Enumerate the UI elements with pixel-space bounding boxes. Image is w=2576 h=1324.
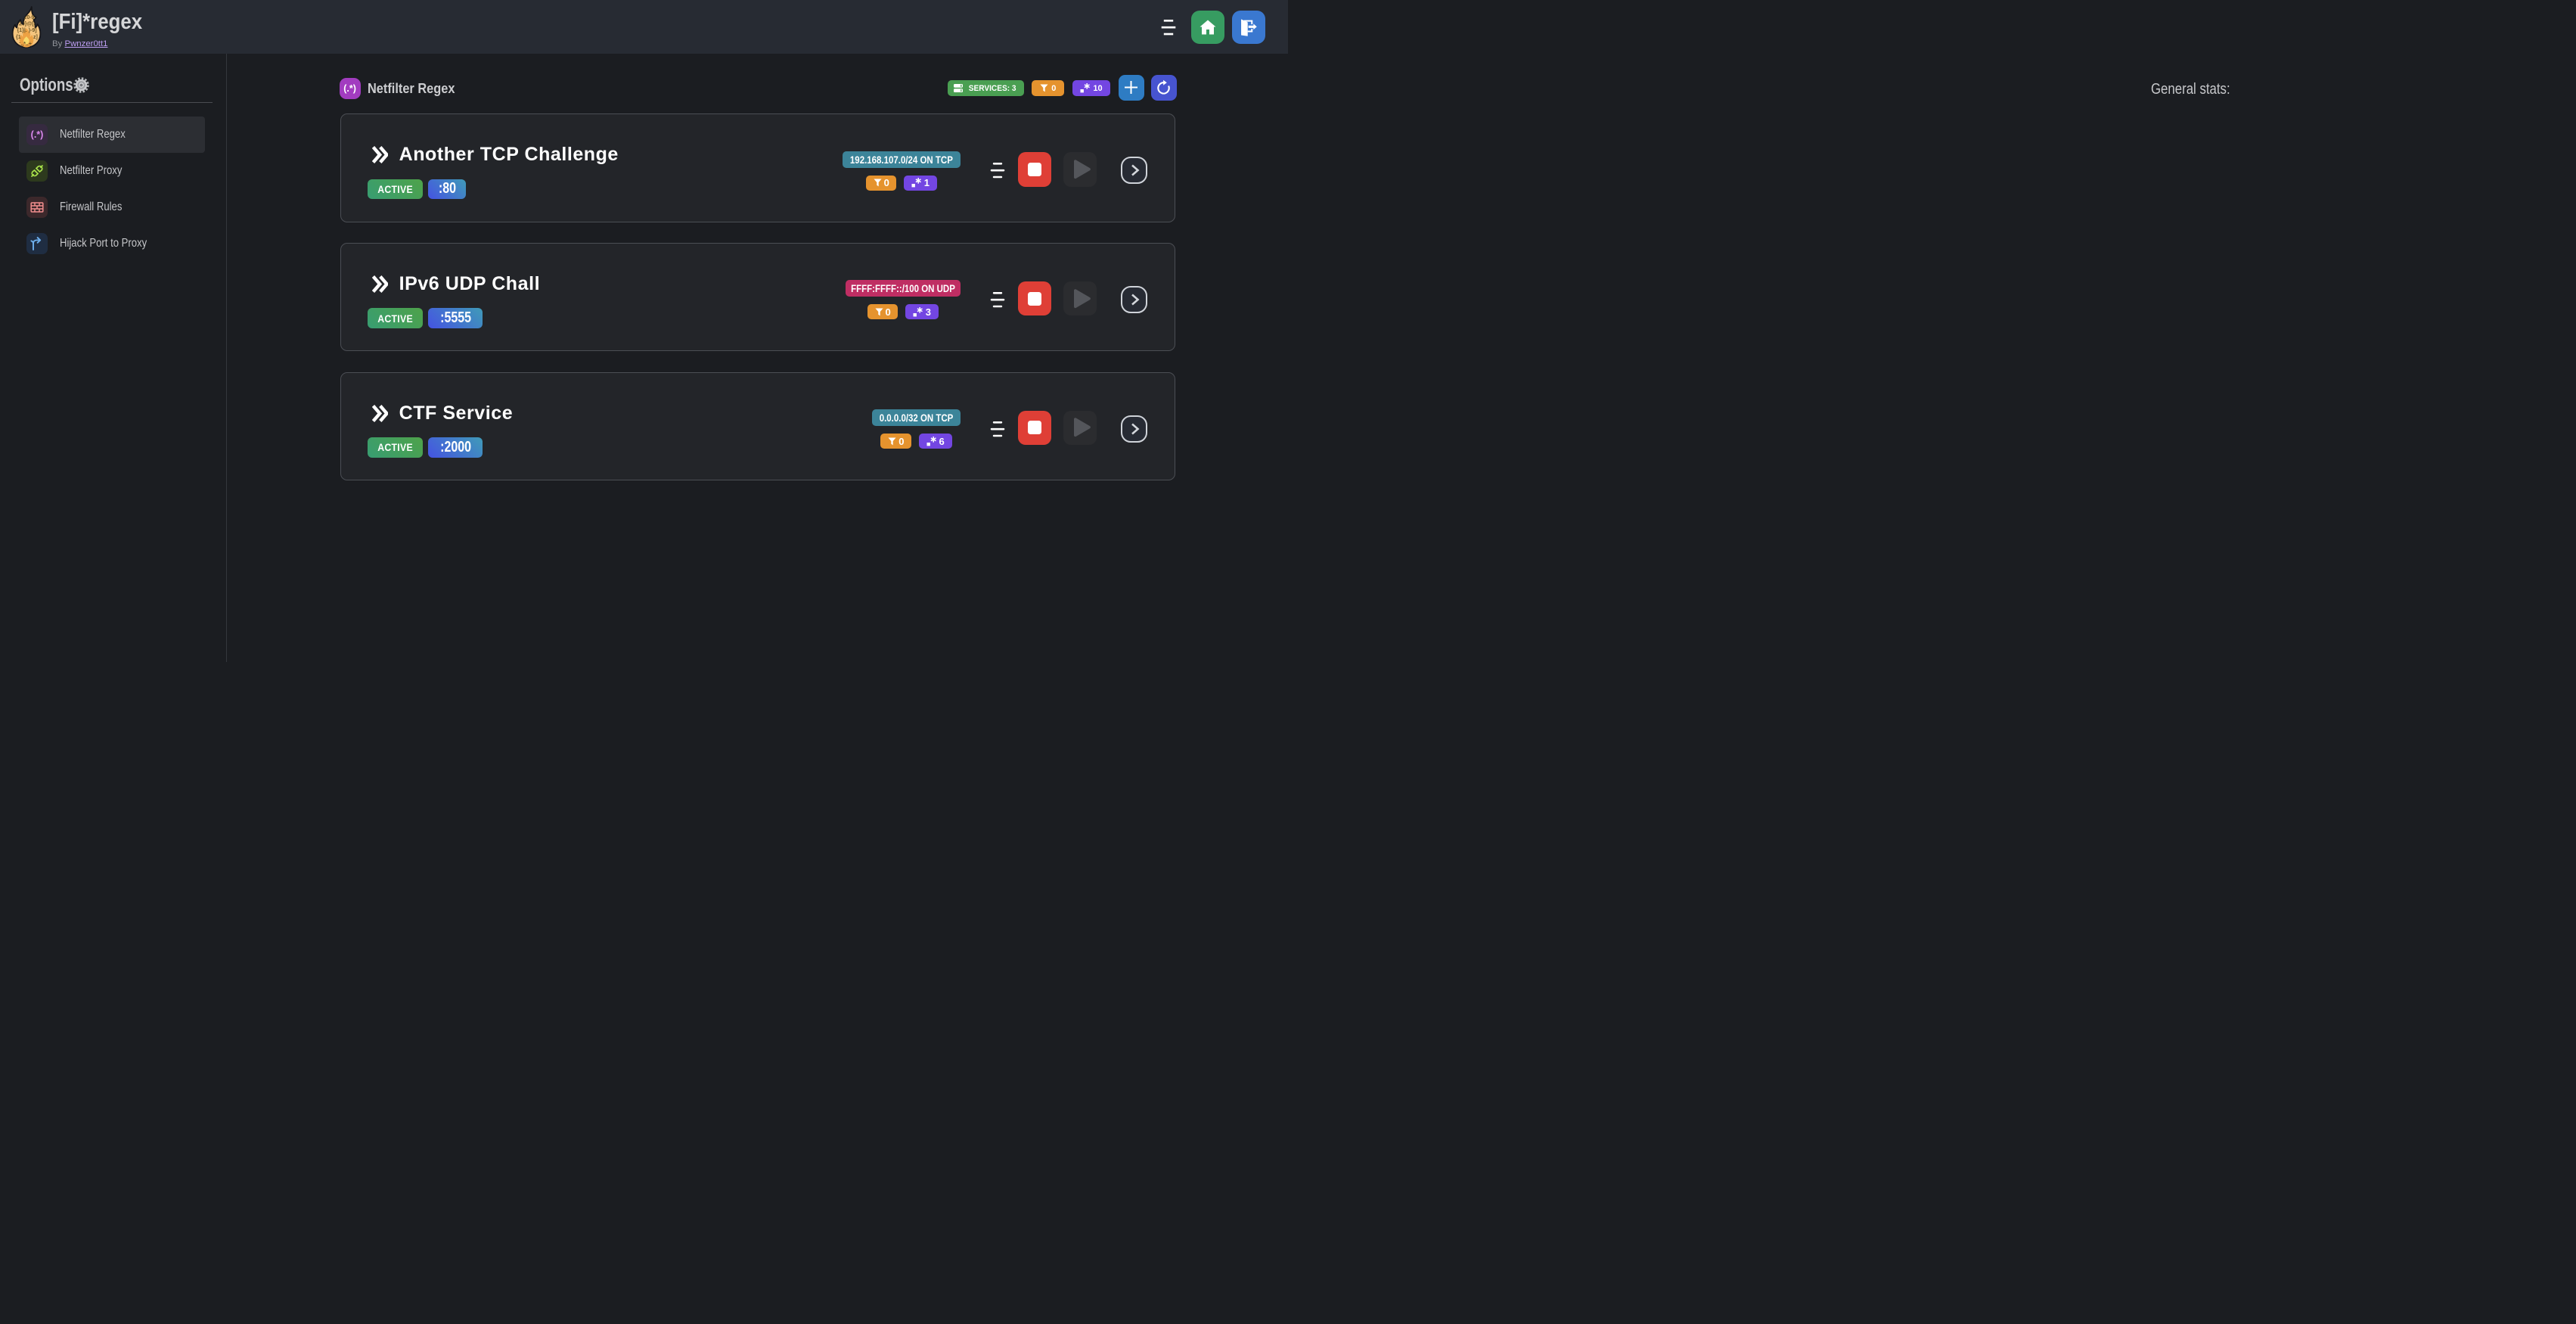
svg-text:-z0-9: -z0-9 bbox=[23, 15, 35, 20]
svg-text:20}@[a: 20}@[a bbox=[19, 22, 37, 27]
svg-text:z]: z] bbox=[33, 35, 38, 40]
svg-text:;.,*..+: ;.,*..+ bbox=[19, 42, 32, 47]
svg-text:{1}|. )-9]: {1}|. )-9] bbox=[17, 28, 37, 33]
svg-text:{1: {1 bbox=[16, 35, 21, 40]
